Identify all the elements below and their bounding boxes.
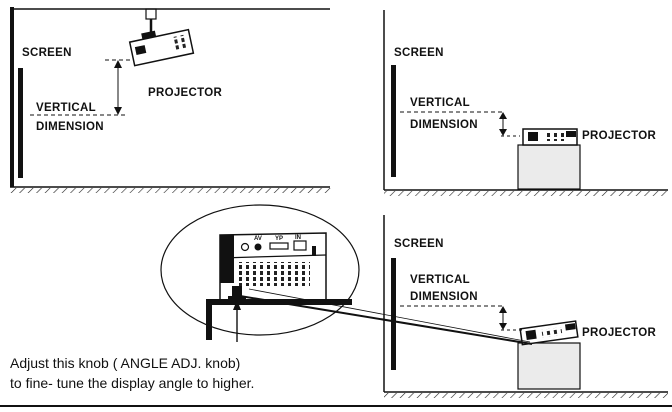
projector-label: PROJECTOR <box>582 327 656 339</box>
port-label-av: AV <box>254 236 262 242</box>
vertical-label: VERTICAL <box>410 274 470 286</box>
tilted-projector <box>519 320 579 346</box>
screen-label: SCREEN <box>394 238 444 250</box>
screen-bar <box>391 65 396 177</box>
caption-line-2: to fine- tune the display angle to highe… <box>10 375 254 391</box>
screen-bar <box>391 258 396 370</box>
port-label-in: IN <box>295 235 301 241</box>
angle-adj-knob <box>232 286 242 298</box>
floor-hatch <box>10 188 332 193</box>
table-top-panel: SCREEN PROJECTOR VERTICAL DIMENSION <box>383 10 668 196</box>
dimension-label: DIMENSION <box>410 119 478 131</box>
dimension-label: DIMENSION <box>36 121 104 133</box>
knob-detail: AV YP IN Adjust this knob ( ANGLE ADJ. k… <box>10 204 533 391</box>
projector-label: PROJECTOR <box>582 130 656 142</box>
dimension-label: DIMENSION <box>410 291 478 303</box>
stand-box <box>517 342 581 390</box>
floor-hatch <box>384 191 668 196</box>
left-wall <box>10 7 14 187</box>
detail-table <box>206 299 352 340</box>
screen-label: SCREEN <box>394 47 444 59</box>
screen-bar <box>18 68 23 178</box>
floor-hatch <box>384 393 668 398</box>
ceiling-mount-panel: SCREEN PROJECTOR VERTICAL DIMENSION <box>10 7 332 193</box>
stand-box <box>517 144 581 190</box>
ceiling-mount-plate <box>145 8 157 20</box>
projector-label: PROJECTOR <box>148 87 222 99</box>
vertical-label: VERTICAL <box>36 102 96 114</box>
port-label-yp: YP <box>275 236 283 242</box>
detail-connector-line <box>239 295 533 345</box>
caption-line-1: Adjust this knob ( ANGLE ADJ. knob) <box>10 355 240 371</box>
table-projector <box>522 128 578 146</box>
projector-closeup: AV YP IN <box>219 232 327 301</box>
table-bottom-panel: SCREEN PROJECTOR VERTICAL DIMENSION <box>383 215 668 398</box>
ceiling-projector <box>128 28 195 67</box>
screen-label: SCREEN <box>22 47 72 59</box>
vertical-label: VERTICAL <box>410 97 470 109</box>
